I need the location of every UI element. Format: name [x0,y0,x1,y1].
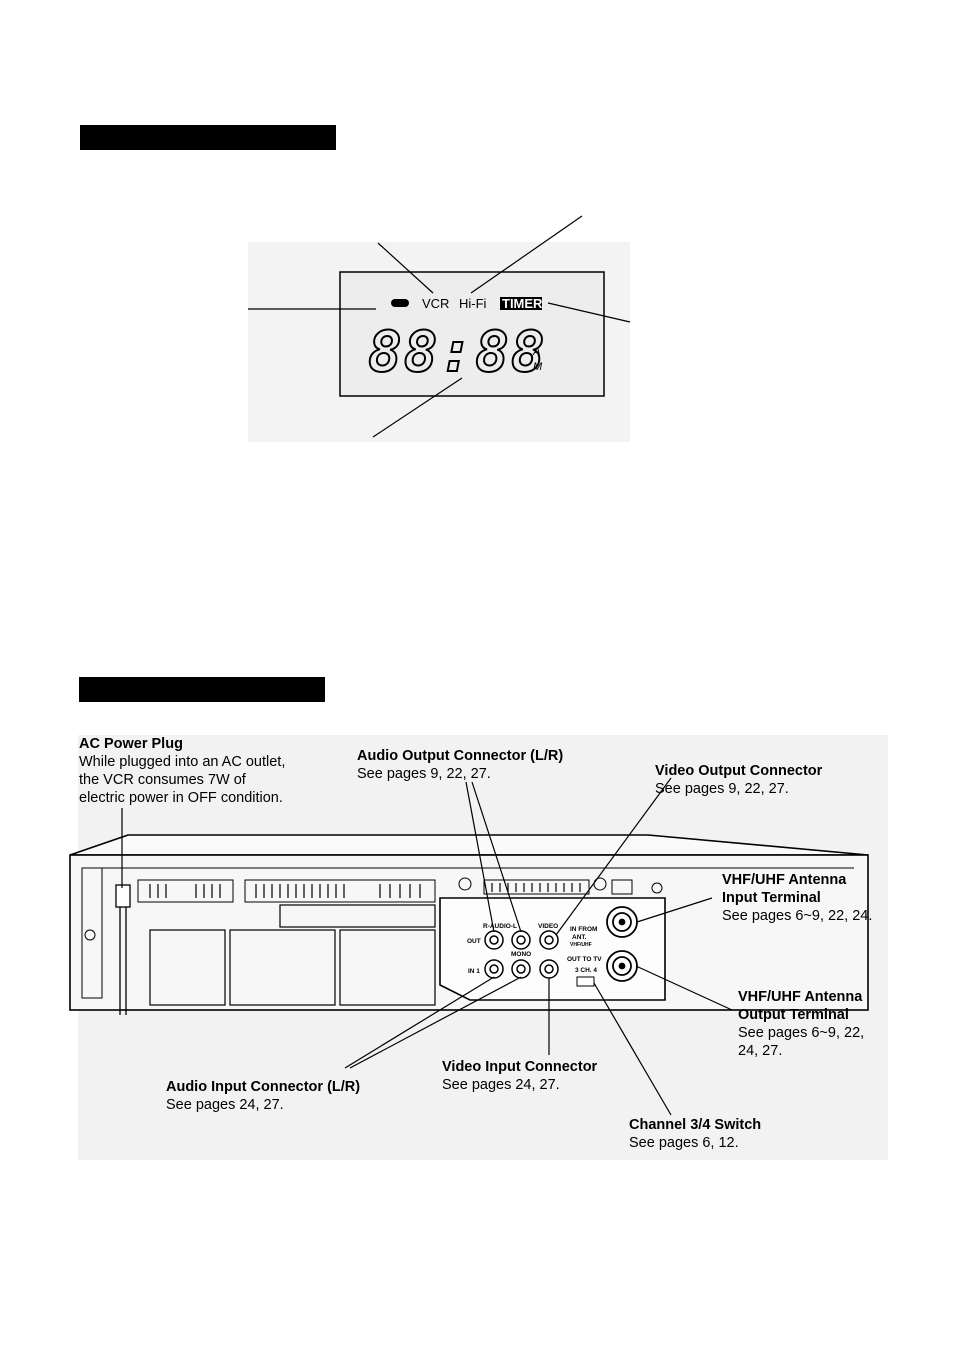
am-indicator: A [532,346,540,358]
audio-output-label: Audio Output Connector (L/R) See pages 9… [357,748,564,782]
vent-slots [137,879,633,903]
leader-line [547,302,631,323]
pm-indicator: M [533,361,543,373]
channel-switch-label: Channel 3/4 Switch See pages 6, 12. [629,1117,762,1151]
svg-text:ANT.: ANT. [572,934,587,941]
leader-lines [121,777,733,1116]
ac-plug-body [115,884,131,908]
video-output-label: Video Output Connector See pages 9, 22, … [655,763,823,797]
video-input-label: Video Input Connector See pages 24, 27. [442,1059,598,1093]
leader-line [377,242,434,294]
antenna-terminals [606,906,638,982]
svg-text:3 CH. 4: 3 CH. 4 [575,967,597,974]
section-header-bar-rear [79,677,325,702]
cassette-indicator-icon [391,299,409,307]
svg-text:OUT TO TV: OUT TO TV [567,956,602,963]
channel-switch [576,976,595,987]
antenna-output-label: VHF/UHF Antenna Output Terminal See page… [738,989,865,1059]
svg-text:IN 1: IN 1 [468,968,480,975]
svg-text:VHF/UHF: VHF/UHF [570,942,592,948]
timer-indicator-box [500,297,542,310]
audio-input-label: Audio Input Connector (L/R) See pages 24… [166,1079,361,1113]
hifi-indicator: Hi-Fi [459,296,487,311]
leader-line [372,377,463,438]
leader-line [470,215,583,294]
section-header-bar-display [80,125,336,150]
svg-text:MONO: MONO [511,951,531,958]
ac-power-plug-label: AC Power Plug While plugged into an AC o… [79,736,286,806]
timer-indicator: TIMER [502,296,543,311]
svg-text:VIDEO: VIDEO [538,923,558,930]
svg-text:OUT: OUT [467,938,481,945]
rca-jacks [484,930,559,979]
clock-digits: 88:88 [368,320,547,385]
antenna-input-label: VHF/UHF Antenna Input Terminal See pages… [722,872,873,924]
svg-text:R-AUDIO-L: R-AUDIO-L [483,923,517,930]
compartments [149,904,436,1006]
svg-text:IN FROM: IN FROM [570,926,597,933]
vcr-indicator: VCR [422,296,449,311]
